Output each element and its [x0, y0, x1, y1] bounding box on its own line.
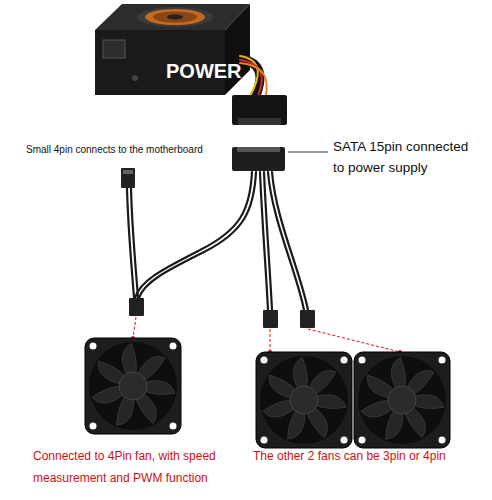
note-text: SATA 15pin connected to power supply: [333, 136, 483, 178]
fan: [354, 352, 450, 448]
fan-wires: [127, 172, 308, 310]
brand-text: POWER: [166, 60, 236, 82]
note-text: Small 4pin connects to the motherboard: [26, 143, 256, 157]
fan: [85, 338, 181, 434]
caption-note: The other 2 fans can be 3pin or 4pin: [253, 445, 488, 467]
fan-connector: [121, 168, 315, 328]
caption-note: Connected to 4Pin fan, with speed measur…: [33, 445, 248, 489]
fan: [256, 352, 352, 448]
sata-connector: [232, 95, 328, 171]
power-supply: [95, 4, 250, 95]
psu-cable: [238, 56, 267, 96]
